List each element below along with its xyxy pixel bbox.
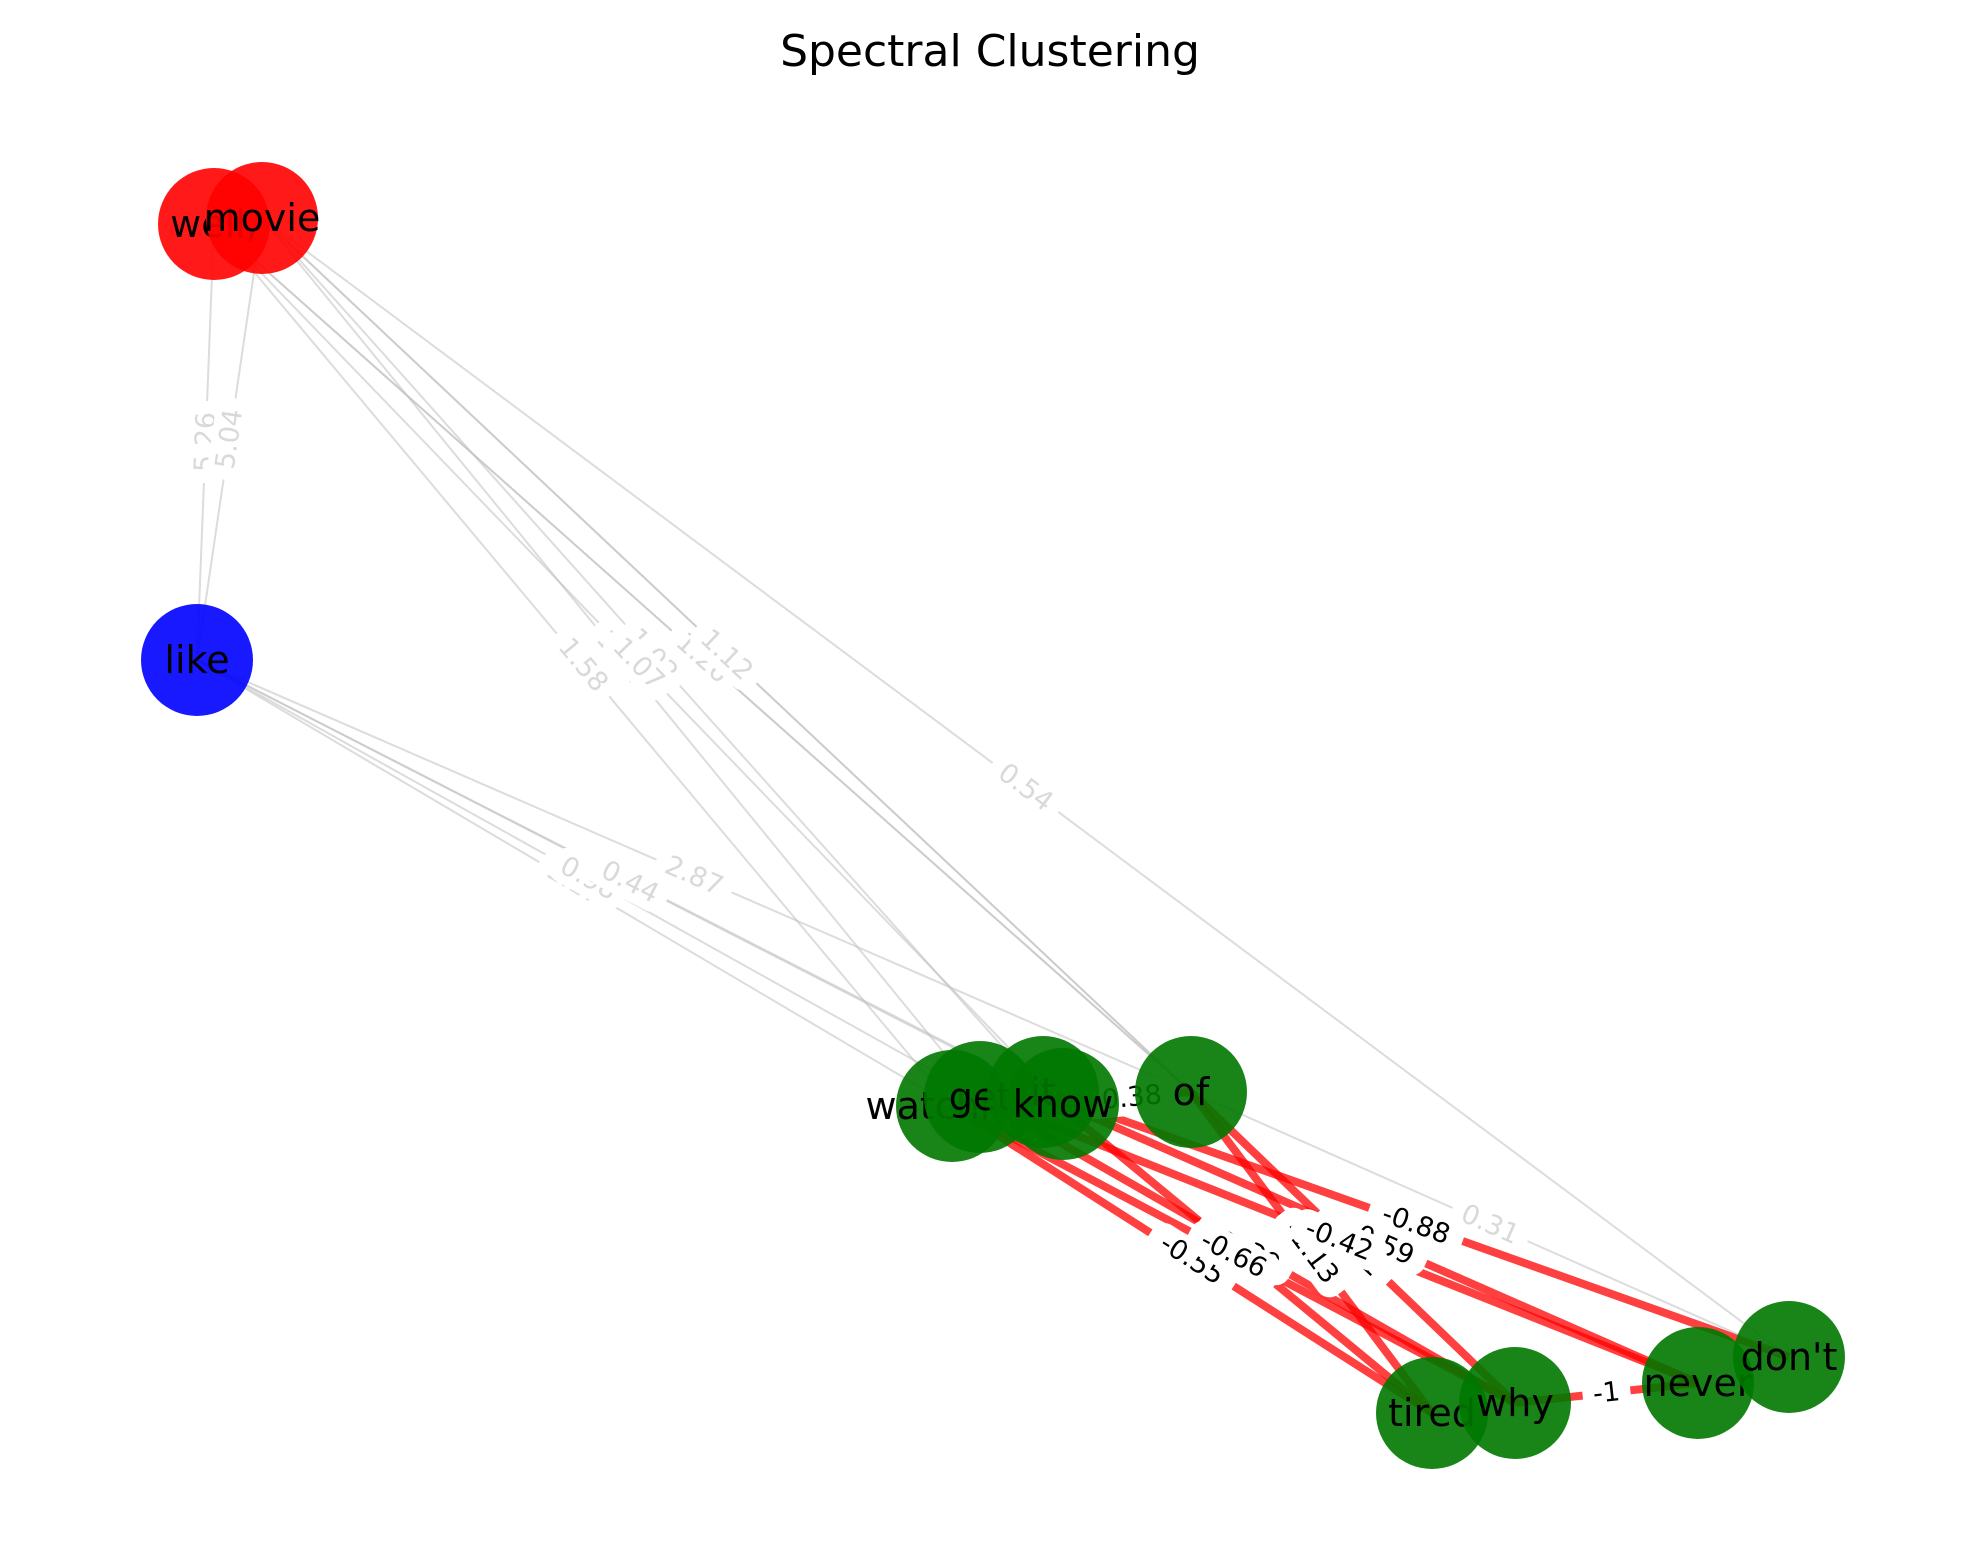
node-circle: [1733, 1301, 1845, 1413]
node-circle: [1007, 1048, 1119, 1160]
node-of: of: [1135, 1036, 1247, 1148]
node-label: why: [1476, 1381, 1554, 1425]
node-tired: tired: [1376, 1357, 1488, 1469]
edge-weight-background: [590, 852, 670, 912]
edge-weight-label: 5.04: [207, 397, 252, 481]
node-circle: [1376, 1357, 1488, 1469]
edge-weight-label: 0.54: [987, 754, 1064, 821]
node-know: know: [1007, 1048, 1119, 1160]
edge-weight-background: [1290, 1209, 1388, 1271]
edge-weight-background: [653, 847, 735, 905]
edge-weight-background: [602, 627, 675, 701]
node-label: like: [164, 638, 229, 682]
edges-layer: [196, 217, 1791, 1417]
node-circle: [141, 604, 253, 716]
edge-weight-background: [1582, 1373, 1631, 1413]
node-label: don't: [1741, 1335, 1838, 1379]
edge-weight-label: 1.12: [690, 619, 763, 691]
node-label: movie: [204, 196, 321, 240]
edge-weight-label: -1: [1582, 1373, 1631, 1413]
edge-weight-background: [548, 627, 618, 703]
node-circle: [1135, 1036, 1247, 1148]
node-why: why: [1459, 1347, 1571, 1459]
node-label: know: [1013, 1082, 1113, 1126]
edge-weight-background: [207, 397, 252, 481]
edge-weight-background: [665, 623, 740, 693]
edge-weight-background: [1145, 1223, 1239, 1296]
node-circle: [1642, 1327, 1754, 1439]
nodes-layer: well,movielikewatchinggetitknowoftiredwh…: [141, 162, 1845, 1469]
edge-weight-background: [1367, 1194, 1465, 1255]
node-movie: movie: [204, 162, 321, 274]
node-like: like: [141, 604, 253, 716]
edge-weight-background: [690, 619, 763, 691]
edge-weight-text: -1: [1591, 1376, 1621, 1410]
chart-title: Spectral Clustering: [780, 26, 1200, 77]
node-never: never: [1642, 1327, 1754, 1439]
edge-labels-layer: 5.265.041.581.041.021.070.670.390.541.17…: [186, 397, 1631, 1413]
node-circle: [1459, 1347, 1571, 1459]
node-dont: don't: [1733, 1301, 1845, 1413]
node-label: of: [1173, 1070, 1211, 1114]
edge-weight-background: [1449, 1195, 1531, 1254]
edge-weight-background: [987, 754, 1064, 821]
edge-weight-background: [1186, 1220, 1281, 1289]
node-circle: [206, 162, 318, 274]
